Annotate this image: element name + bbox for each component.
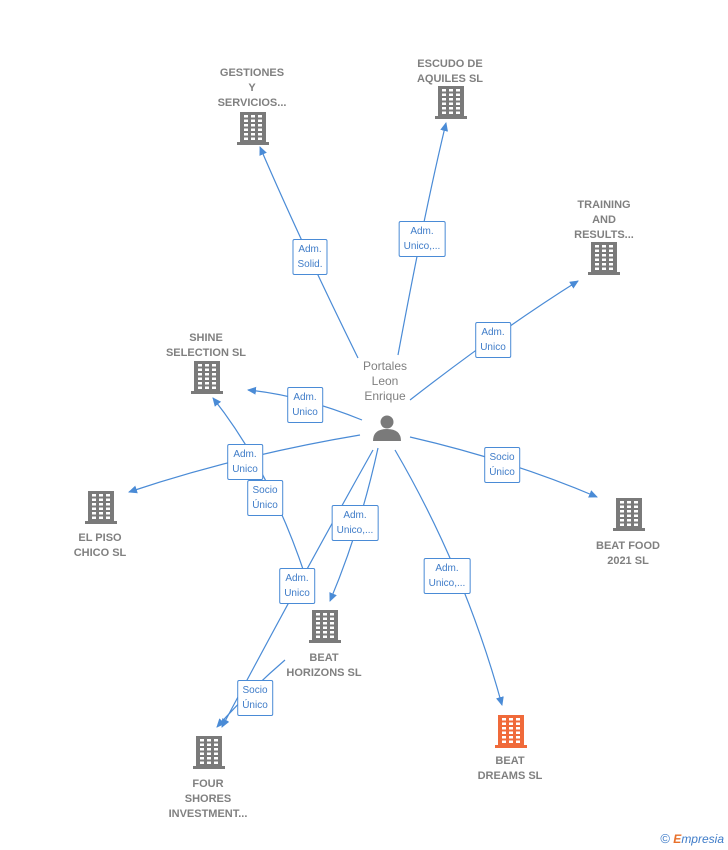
company-label-beathorizons[interactable]: BEAT HORIZONS SL xyxy=(286,652,362,679)
relation-edge-shine xyxy=(212,397,306,576)
relation-label[interactable]: Adm. Solid. xyxy=(292,239,328,275)
relation-label[interactable]: Adm. Unico,... xyxy=(423,558,471,594)
relation-label[interactable]: Adm. Unico xyxy=(287,387,323,423)
brand-logo-text: mpresia xyxy=(681,832,724,846)
relation-label[interactable]: Adm. Unico xyxy=(227,444,263,480)
relation-label[interactable]: Socio Único xyxy=(237,680,273,716)
company-label-gestiones[interactable]: GESTIONES Y SERVICIOS... xyxy=(217,67,287,109)
building-icon[interactable] xyxy=(588,242,620,275)
relation-label[interactable]: Socio Único xyxy=(247,480,283,516)
relation-label[interactable]: Adm. Unico xyxy=(475,322,511,358)
company-label-elpiso[interactable]: EL PISO CHICO SL xyxy=(73,532,127,559)
building-icon[interactable] xyxy=(237,112,269,145)
building-icon[interactable] xyxy=(309,610,341,643)
person-icon[interactable] xyxy=(373,415,401,442)
relation-label[interactable]: Adm. Unico,... xyxy=(331,505,379,541)
relation-label[interactable]: Socio Único xyxy=(484,447,520,483)
company-label-shine[interactable]: SHINE SELECTION SL xyxy=(165,332,247,359)
copyright-symbol: © xyxy=(660,831,670,846)
brand-logo-initial: E xyxy=(673,832,682,846)
relation-label[interactable]: Adm. Unico xyxy=(279,568,315,604)
building-icon[interactable] xyxy=(613,498,645,531)
company-label-beatfood[interactable]: BEAT FOOD 2021 SL xyxy=(596,540,660,567)
building-icon[interactable] xyxy=(85,491,117,524)
company-label-beatdreams[interactable]: BEAT DREAMS SL xyxy=(477,755,543,782)
footer-brand: © Empresia xyxy=(660,831,724,846)
company-label-escudo[interactable]: ESCUDO DE AQUILES SL xyxy=(416,58,484,85)
building-icon[interactable] xyxy=(495,715,527,748)
building-icon[interactable] xyxy=(193,736,225,769)
company-label-training[interactable]: TRAINING AND RESULTS... xyxy=(574,199,634,241)
building-icon[interactable] xyxy=(191,361,223,394)
building-icon[interactable] xyxy=(435,86,467,119)
company-label-fourshores[interactable]: FOUR SHORES INVESTMENT... xyxy=(168,778,248,820)
relation-label[interactable]: Adm. Unico,... xyxy=(398,221,446,257)
person-label[interactable]: Portales Leon Enrique xyxy=(362,359,408,403)
